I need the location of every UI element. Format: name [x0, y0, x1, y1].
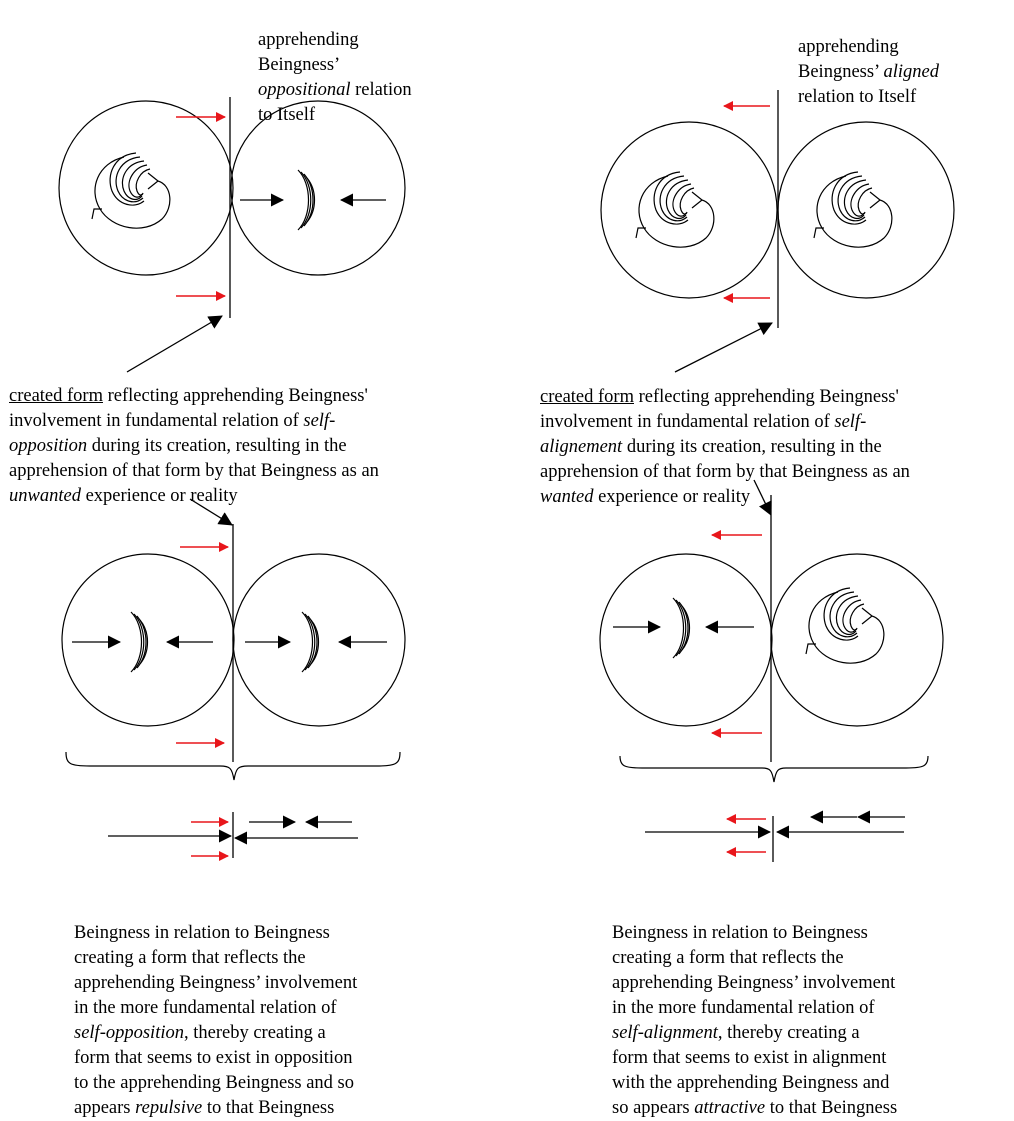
right-bottom-l7: with the apprehending Beingness and — [612, 1073, 890, 1093]
right-bottom-pointer — [753, 479, 772, 516]
left-bottom-l5-em: self-opposition — [74, 1023, 184, 1043]
right-bottom-l1: Beingness in relation to Beingness — [612, 923, 868, 943]
right-bottom-text: Beingness in relation to Beingness creat… — [612, 896, 897, 1121]
right-brace — [619, 755, 929, 783]
right-bottom-circle-b — [770, 553, 944, 727]
right-caption-l2: involvement in fundamental relation of — [540, 412, 835, 432]
left-bottom-l1: Beingness in relation to Beingness — [74, 923, 330, 943]
left-bottom-figure — [61, 498, 406, 861]
right-bottom-l6: form that seems to exist in alignment — [612, 1048, 887, 1068]
right-top-label-line2-pre: Beingness’ — [798, 62, 884, 82]
left-caption-l4: apprehension of that form by that Beingn… — [9, 461, 379, 481]
left-top-label-line3-rest: relation — [350, 80, 412, 100]
left-caption-underlined: created form — [9, 386, 103, 406]
left-caption-pointer — [126, 315, 223, 373]
right-bottom-l8-em: attractive — [694, 1098, 766, 1118]
right-caption-l2-em: self- — [834, 412, 867, 432]
right-top-label-line3: relation to Itself — [798, 87, 917, 107]
left-caption-l5: experience or reality — [80, 486, 238, 506]
right-bottom-l5: , thereby creating a — [717, 1023, 860, 1043]
right-bottom-swirl — [805, 587, 885, 664]
left-top-label-line2: Beingness’ — [258, 55, 341, 75]
left-top-rings — [297, 169, 316, 231]
left-bottom-circle-a — [61, 553, 235, 727]
left-caption-l5-em: unwanted — [9, 486, 81, 506]
right-bottom-l8-rest: to that Beingness — [765, 1098, 898, 1118]
right-caption-underlined: created form — [540, 387, 634, 407]
left-top-circle-a — [58, 100, 234, 276]
left-bottom-rings-b — [301, 611, 320, 673]
left-caption-l3: during its creation, resulting in the — [87, 436, 347, 456]
left-bottom-l3: apprehending Beingness’ involvement — [74, 973, 358, 993]
left-bottom-l5: , thereby creating a — [183, 1023, 326, 1043]
right-bottom-l8-pre: so appears — [612, 1098, 695, 1118]
left-top-circle-b — [230, 100, 406, 276]
right-top-label-line2-em: aligned — [883, 62, 939, 82]
right-bottom-figure — [599, 479, 944, 862]
left-top-figure — [58, 97, 406, 373]
left-caption: created form reflecting apprehending Bei… — [9, 359, 379, 509]
right-bottom-l4: in the more fundamental relation of — [612, 998, 875, 1018]
right-bottom-l3: apprehending Beingness’ involvement — [612, 973, 896, 993]
right-top-figure — [600, 90, 955, 373]
right-caption-l1: reflecting apprehending Beingness' — [633, 387, 899, 407]
left-bottom-l8-pre: appears — [74, 1098, 136, 1118]
left-bottom-l6: form that seems to exist in opposition — [74, 1048, 353, 1068]
left-bottom-l2: creating a form that reflects the — [74, 948, 306, 968]
right-caption-l3: during its creation, resulting in the — [622, 437, 882, 457]
right-bottom-rings — [672, 597, 691, 659]
right-caption-l3-em: alignement — [540, 437, 623, 457]
left-bottom-rings-a — [130, 611, 149, 673]
right-bottom-l2: creating a form that reflects the — [612, 948, 844, 968]
right-top-circle-b — [777, 121, 955, 299]
left-caption-l2-em: self- — [303, 411, 336, 431]
right-top-swirl-b — [813, 171, 893, 248]
left-top-swirl — [91, 152, 171, 229]
right-top-circle-a — [600, 121, 778, 299]
left-bottom-l8-rest: to that Beingness — [202, 1098, 335, 1118]
left-top-label: apprehending Beingness’ oppositional rel… — [258, 3, 412, 128]
left-top-label-line4: to Itself — [258, 105, 316, 125]
left-caption-l2: involvement in fundamental relation of — [9, 411, 304, 431]
left-bottom-l8-em: repulsive — [135, 1098, 203, 1118]
right-top-label-line1: apprehending — [798, 37, 899, 57]
right-caption-l5: experience or reality — [593, 487, 751, 507]
left-bottom-l4: in the more fundamental relation of — [74, 998, 337, 1018]
right-caption-l5-em: wanted — [540, 487, 594, 507]
left-caption-l3-em: opposition — [9, 436, 88, 456]
left-top-label-line1: apprehending — [258, 30, 359, 50]
left-brace — [65, 751, 401, 781]
right-caption-l4: apprehension of that form by that Beingn… — [540, 462, 910, 482]
right-bottom-l5-em: self-alignment — [612, 1023, 718, 1043]
left-bottom-text: Beingness in relation to Beingness creat… — [74, 896, 357, 1121]
right-caption: created form reflecting apprehending Bei… — [540, 360, 910, 510]
left-bottom-pointer — [189, 498, 233, 526]
right-top-label: apprehending Beingness’ aligned relation… — [798, 10, 939, 110]
right-bottom-circle-a — [599, 553, 773, 727]
left-bottom-circle-b — [232, 553, 406, 727]
left-top-label-line3-em: oppositional — [258, 80, 351, 100]
right-caption-pointer — [674, 322, 773, 373]
left-bottom-l7: to the apprehending Beingness and so — [74, 1073, 355, 1093]
left-caption-l1: reflecting apprehending Beingness' — [102, 386, 368, 406]
right-top-swirl-a — [635, 171, 715, 248]
